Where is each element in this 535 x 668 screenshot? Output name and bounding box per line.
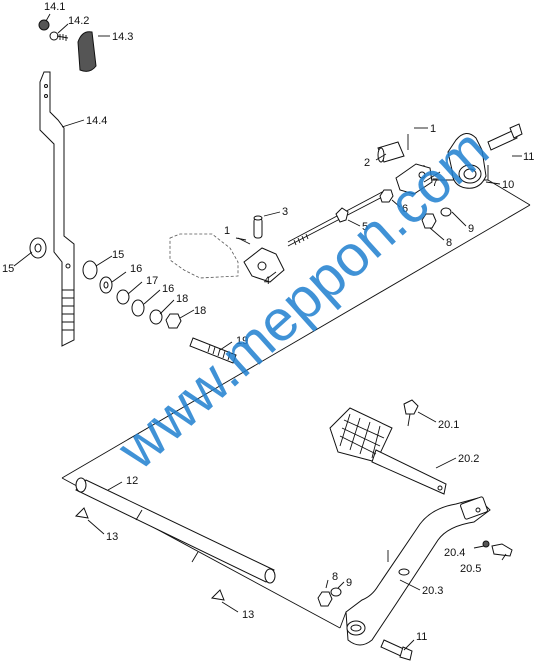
part-20-2-pedal-pad: [329, 407, 447, 495]
callout-12: 12: [126, 475, 138, 487]
callout-20-2: 20.2: [458, 453, 479, 465]
callout-labels: 14.1 14.2 14.3 14.4 1 2 11 10 7 6 3 1 5 …: [2, 1, 534, 643]
callout-14-2: 14.2: [68, 15, 89, 27]
part-13-spacer-b: [210, 589, 225, 601]
callout-11-bottom: 11: [416, 631, 427, 643]
part-8-nut-top: [421, 213, 437, 229]
callout-4: 4: [264, 275, 270, 287]
part-9-washer-bottom: [330, 587, 342, 597]
callout-3: 3: [282, 206, 288, 218]
part-9-washer-top: [440, 207, 452, 217]
part-16-washer-2: [131, 299, 145, 317]
callout-8-top: 8: [446, 237, 452, 249]
callout-5: 5: [362, 221, 368, 233]
callout-14-4: 14.4: [86, 115, 107, 127]
crankcase-outline: [169, 233, 239, 279]
callout-17: 17: [146, 275, 158, 287]
callout-9-bottom: 9: [346, 577, 352, 589]
callout-14-3: 14.3: [112, 31, 133, 43]
callout-20-1: 20.1: [438, 419, 459, 431]
callout-6: 6: [402, 203, 408, 215]
leader-lines: [13, 13, 522, 651]
callout-18-b: 18: [194, 305, 206, 317]
callout-14-1: 14.1: [44, 1, 65, 13]
part-11-bolt-bottom: [380, 639, 413, 661]
callout-10: 10: [502, 179, 514, 191]
part-6-nut: [379, 189, 394, 203]
part-15-washer: [82, 260, 98, 280]
callout-13-a: 13: [106, 531, 118, 543]
part-14-2-bolt: [49, 31, 69, 41]
part-14-4-lever: [39, 71, 75, 347]
callout-20-3: 20.3: [422, 585, 443, 597]
brake-pedal-assembly: [317, 399, 513, 661]
callout-20-5: 20.5: [460, 563, 481, 575]
part-14-1-nut: [38, 19, 50, 31]
callout-20-4: 20.4: [444, 547, 465, 559]
part-11-bolt-top: [487, 123, 523, 151]
part-14-3-knob: [77, 31, 97, 72]
callout-9-top: 9: [468, 223, 474, 235]
callout-2: 2: [364, 157, 370, 169]
part-20-4-washer: [482, 540, 490, 548]
part-12-shaft: [75, 477, 276, 584]
brake-shaft-assembly: [74, 477, 276, 601]
part-17-washer: [116, 289, 130, 305]
callout-16-b: 16: [162, 283, 174, 295]
callout-13-b: 13: [242, 609, 254, 621]
callout-15-right: 15: [112, 249, 124, 261]
shift-lever-assembly: [29, 19, 97, 347]
part-15-washer-left: [29, 237, 47, 259]
part-18-nut: [165, 313, 182, 329]
part-20-1-bolt: [403, 399, 419, 427]
callout-19: 19: [236, 335, 248, 347]
callout-16-a: 16: [130, 263, 142, 275]
part-7-rod-end: [395, 163, 433, 195]
part-5-rod: [287, 189, 389, 247]
callout-18-a: 18: [176, 293, 188, 305]
callout-15-left: 15: [2, 263, 14, 275]
callout-7: 7: [432, 177, 438, 189]
pivot-stack: [82, 260, 237, 364]
part-20-3-pedal-arm: [345, 496, 491, 646]
part-18-washer: [149, 309, 163, 325]
callout-8-bottom: 8: [332, 571, 338, 583]
callout-1-top: 1: [430, 123, 436, 135]
part-2-pin: [377, 141, 405, 163]
part-13-spacer-a: [74, 507, 89, 519]
part-8-nut-bottom: [317, 591, 333, 607]
shift-arm-assembly: [421, 123, 523, 229]
part-20-5-bolt: [491, 543, 513, 557]
part-3-pin: [253, 215, 263, 239]
callout-11-top: 11: [523, 151, 534, 163]
callout-1-left: 1: [224, 225, 230, 237]
